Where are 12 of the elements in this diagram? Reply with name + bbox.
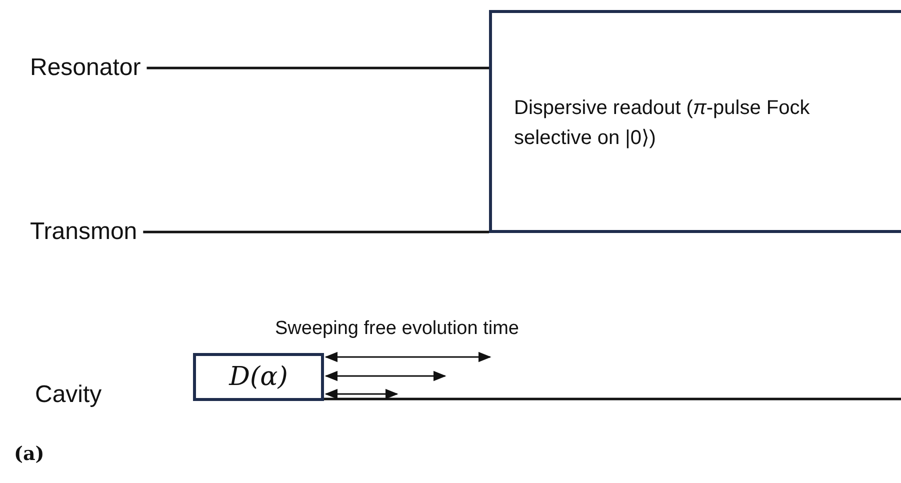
timeline-line [146,66,489,70]
operator-label: D(α) [229,362,288,392]
row-label: Cavity [35,381,102,409]
timeline-line [324,398,901,400]
timeline-line [143,230,489,234]
annotation-text: Sweeping free evolution time [275,318,519,340]
box-text: Dispersive readout (π-pulse Fock selective on |0⟩) [514,96,811,151]
readout-box [489,10,901,233]
displacement-box [193,353,324,401]
row-label: Transmon [30,218,138,246]
panel-label: (a) [14,443,44,465]
row-label: Resonator [30,54,141,82]
